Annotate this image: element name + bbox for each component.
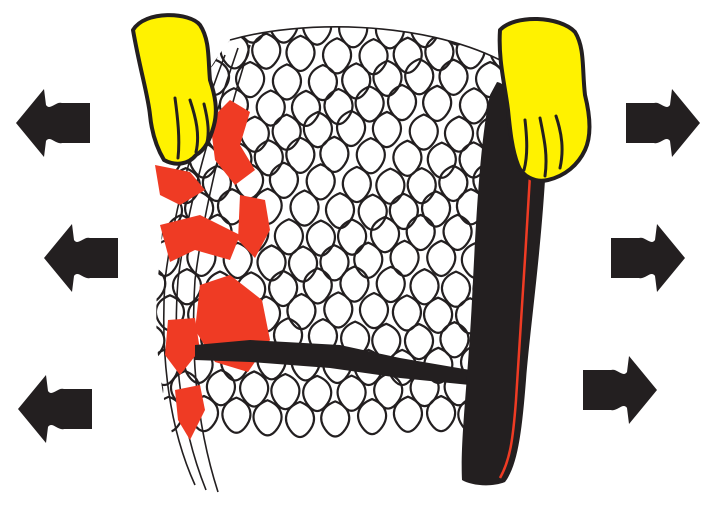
mesh-cell — [258, 245, 286, 280]
arrow-right-icon — [583, 356, 657, 424]
tangle-piece — [175, 385, 205, 440]
mesh-cell — [321, 401, 349, 436]
mesh-cell — [326, 193, 354, 228]
mesh-cell — [286, 402, 314, 437]
arrow-left-icon — [44, 224, 118, 292]
mesh-cell — [443, 9, 471, 44]
mesh-cell — [222, 398, 250, 433]
mesh-cell — [291, 190, 319, 225]
mesh-cell — [525, 402, 553, 437]
mesh-cell — [137, 267, 165, 302]
arrow-left-icon — [18, 375, 92, 443]
tangle-piece — [155, 165, 205, 205]
mesh-cell — [134, 217, 162, 252]
right-glove-icon — [500, 19, 590, 181]
mesh-cell — [424, 298, 452, 333]
mesh-cell — [360, 293, 388, 328]
mesh-cell — [360, 39, 388, 74]
mesh-cell — [254, 400, 282, 435]
mesh-cell — [252, 34, 280, 69]
mesh-cell — [528, 345, 556, 380]
mesh-cell — [391, 241, 419, 276]
mesh-cell — [320, 245, 348, 280]
arrow-left-icon — [16, 89, 90, 157]
mesh-cell — [136, 324, 164, 359]
arrow-right-icon — [626, 89, 700, 157]
mesh-cell — [422, 191, 450, 226]
mesh-cell — [286, 138, 314, 173]
mesh-cell — [134, 373, 162, 408]
mesh-cell — [394, 397, 422, 432]
mesh-cell — [354, 243, 382, 278]
left-glove-icon — [133, 15, 216, 164]
mesh-cell — [287, 294, 315, 329]
mesh-cell — [427, 396, 455, 431]
mesh-cell — [359, 195, 387, 230]
mesh-cell — [427, 241, 455, 276]
mesh-cell — [358, 399, 386, 434]
arrow-right-icon — [611, 224, 685, 292]
